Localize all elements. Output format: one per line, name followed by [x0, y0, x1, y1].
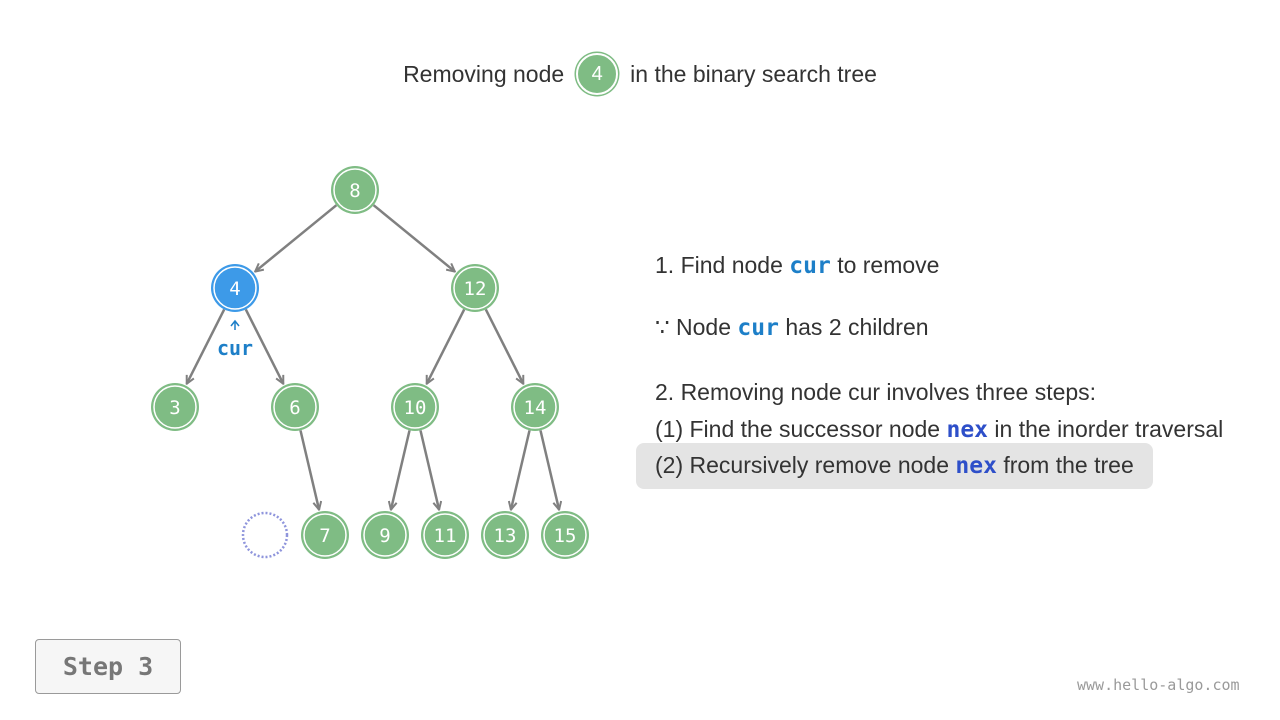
edge-n12-n14	[484, 308, 525, 383]
step-1-text: 1. Find node cur to remove	[655, 252, 940, 279]
title-prefix: Removing node	[403, 60, 565, 87]
title-suffix: in the binary search tree	[630, 60, 877, 87]
tree-node-13: 13	[481, 511, 529, 559]
tree-node-12: 12	[451, 264, 499, 312]
step-2-text: 2. Removing node cur involves three step…	[655, 379, 1097, 405]
title-node-badge: 4	[576, 53, 619, 95]
binary-search-tree: 8 4 12 3 6 10 14 7 9 11 13 15 cur	[151, 166, 589, 559]
node-label: 4	[229, 278, 240, 300]
tree-node-6: 6	[271, 383, 319, 431]
tree-node-10: 10	[391, 383, 439, 431]
nex-code: nex	[946, 417, 989, 443]
tree-node-15: 15	[541, 511, 589, 559]
tree-node-4: 4	[211, 264, 259, 312]
tree-node-11: 11	[421, 511, 469, 559]
because-text: ∵ Node cur has 2 children	[655, 314, 929, 341]
pointer-arrow-icon	[230, 319, 240, 330]
edge-n4-n6	[244, 308, 285, 383]
node-label: 7	[319, 525, 330, 547]
node-label: 12	[464, 278, 487, 300]
node-label: 6	[289, 397, 300, 419]
cur-code: cur	[737, 315, 779, 341]
edge-n8-n12	[372, 204, 455, 271]
tree-nodes: 8 4 12 3 6 10 14 7 9 11 13 15	[151, 166, 589, 559]
cur-code: cur	[789, 253, 831, 279]
node-label: 15	[554, 525, 577, 547]
node-label: 11	[434, 525, 457, 547]
edge-n10-n11	[419, 430, 439, 509]
edge-n4-n3	[185, 308, 226, 383]
watermark: www.hello-algo.com	[1077, 676, 1240, 694]
tree-node-3: 3	[151, 383, 199, 431]
edge-n8-n4	[255, 204, 338, 271]
tree-node-8: 8	[331, 166, 379, 214]
edge-n10-n9	[391, 430, 411, 509]
empty-node-placeholder	[241, 511, 289, 559]
nex-code: nex	[955, 453, 997, 479]
substep-1-text: (1) Find the successor node nex in the i…	[655, 416, 1224, 443]
current-step-highlight	[636, 443, 1153, 489]
node-label: 10	[404, 397, 427, 419]
node-label: 8	[349, 180, 360, 202]
diagram-title: Removing node 4 in the binary search tre…	[0, 52, 1280, 96]
edge-n6-n7	[299, 430, 319, 509]
tree-node-14: 14	[511, 383, 559, 431]
node-label: 13	[494, 525, 517, 547]
edge-n12-n10	[425, 308, 466, 383]
tree-node-7: 7	[301, 511, 349, 559]
node-label: 9	[379, 525, 390, 547]
cur-pointer-label: cur	[217, 336, 253, 360]
node-label: 3	[169, 397, 180, 419]
tree-edges	[185, 204, 559, 510]
substep-2-text: (2) Recursively remove node nex from the…	[655, 452, 1134, 479]
edge-n14-n15	[539, 430, 559, 509]
step-indicator: Step 3	[35, 639, 181, 694]
edge-n14-n13	[511, 430, 531, 509]
node-label: 14	[524, 397, 547, 419]
tree-node-9: 9	[361, 511, 409, 559]
cur-pointer: cur	[217, 319, 253, 360]
